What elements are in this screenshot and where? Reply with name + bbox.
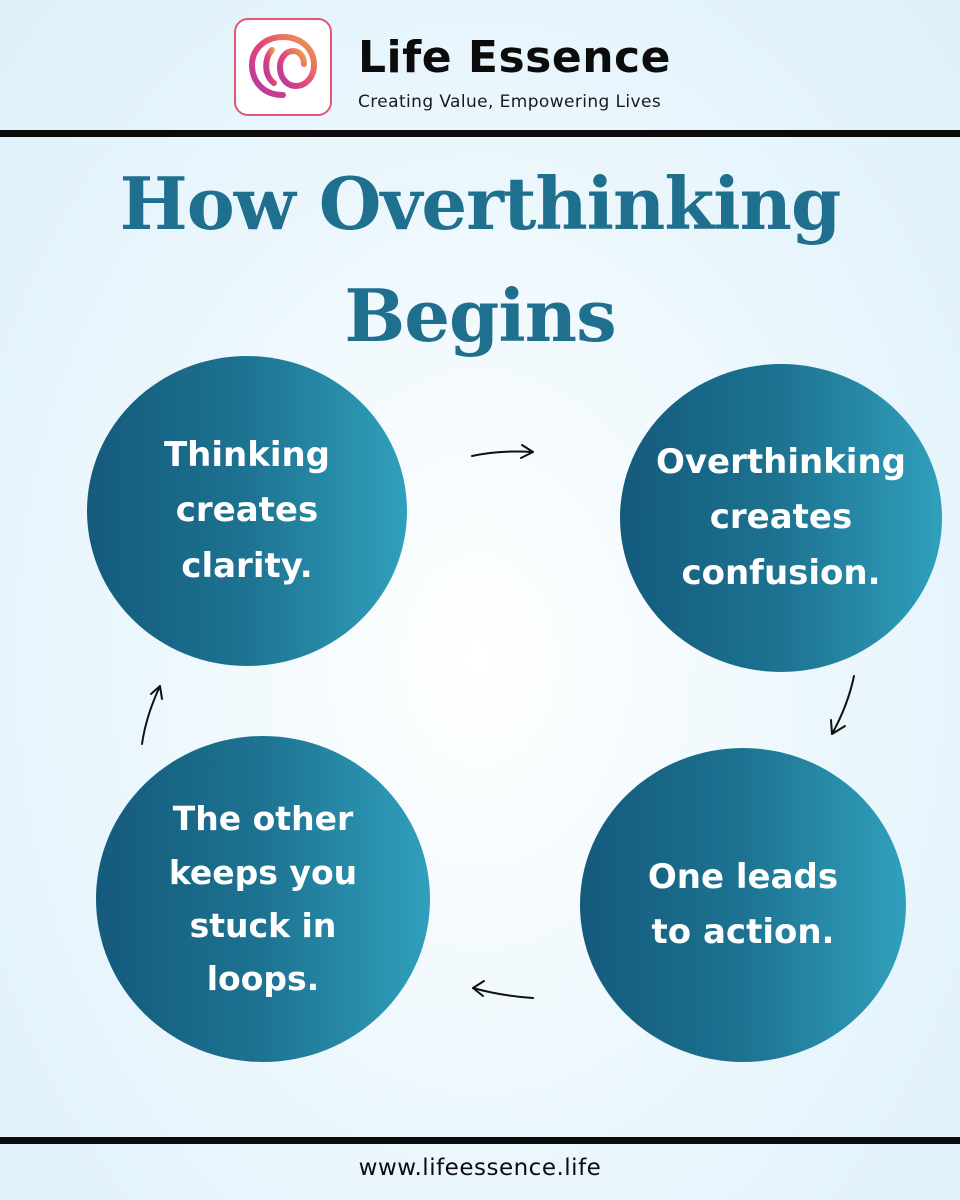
cycle-step-thinking: Thinking creates clarity. bbox=[87, 356, 407, 666]
brand-logo bbox=[234, 18, 332, 116]
footer-website-link[interactable]: www.lifeessence.life bbox=[358, 1155, 602, 1181]
footer-divider bbox=[0, 1137, 960, 1144]
brand-name: Life Essence bbox=[358, 32, 671, 83]
page-title-line-2: Begins bbox=[344, 273, 616, 358]
page-title-line-1: How Overthinking bbox=[119, 161, 842, 246]
cycle-step-loops: The other keeps you stuck in loops. bbox=[96, 736, 430, 1062]
brand-tagline: Creating Value, Empowering Lives bbox=[358, 92, 662, 112]
arrow-up-icon bbox=[141, 685, 163, 745]
arrow-right-icon bbox=[471, 444, 534, 459]
spiral-logo-icon bbox=[248, 33, 318, 98]
cycle-step-text: Overthinking creates confusion. bbox=[655, 442, 907, 593]
cycle-step-text: One leads to action. bbox=[647, 856, 839, 952]
header-divider bbox=[0, 130, 960, 137]
arrow-down-icon bbox=[830, 675, 855, 735]
cycle-step-text: Thinking creates clarity. bbox=[163, 435, 331, 586]
cycle-step-overthinking: Overthinking creates confusion. bbox=[620, 364, 942, 672]
cycle-step-action: One leads to action. bbox=[580, 748, 906, 1062]
arrow-left-icon bbox=[472, 980, 534, 999]
cycle-step-text: The other keeps you stuck in loops. bbox=[168, 799, 358, 999]
